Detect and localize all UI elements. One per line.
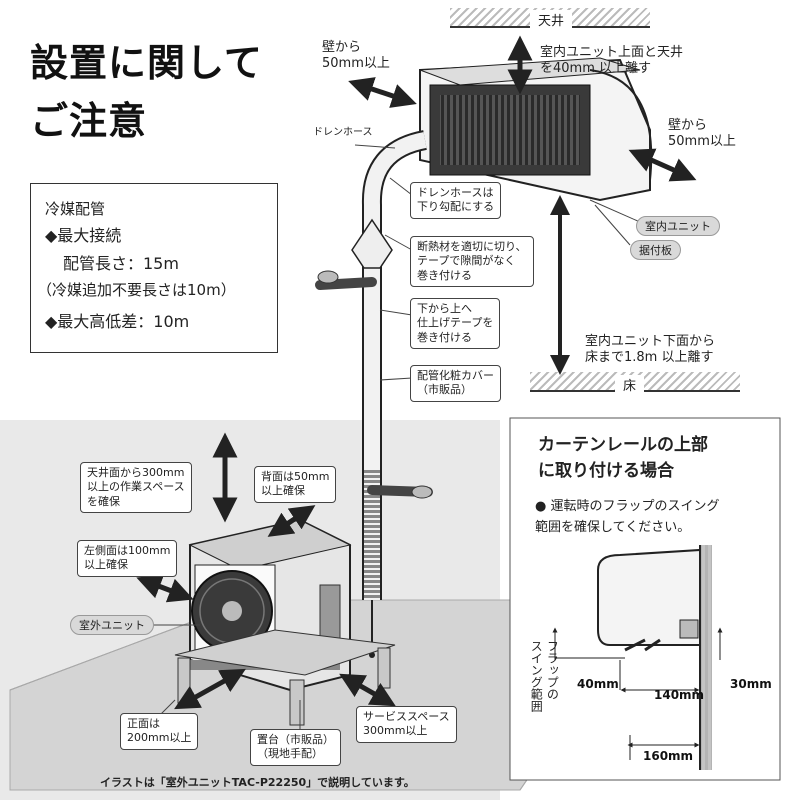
- dim-140mm: 140mm: [654, 688, 705, 702]
- spec-item-no-charge-length: （冷媒追加不要長さは10m）: [37, 281, 236, 299]
- drain-slope-callout: ドレンホースは 下り勾配にする: [410, 182, 502, 219]
- dim-30mm: 30mm: [730, 677, 772, 691]
- curtain-dimension-lines: [552, 627, 723, 760]
- dim-160mm: 160mm: [643, 749, 694, 763]
- spec-heading: 冷媒配管: [45, 200, 106, 218]
- pipe-bracket-lower: [367, 485, 433, 499]
- top-space-callout: 天井面から300mm 以上の作業スペース を確保: [80, 462, 192, 513]
- flap-swing-label: フラップの スイング範囲: [529, 640, 560, 712]
- service-space-arrow: [339, 673, 396, 707]
- outdoor-unit-tag: 室外ユニット: [70, 615, 154, 635]
- back-space-arrow: [267, 505, 316, 537]
- drain-hose-label: ドレンホース: [313, 127, 373, 138]
- back-space-callout: 背面は50mm 以上確保: [254, 466, 337, 503]
- tape-callout: 下から上へ 仕上げテープを 巻き付ける: [410, 298, 501, 349]
- spec-item-max-height: ◆最大高低差：10m: [45, 312, 190, 331]
- pipe-cover-callout: 配管化粧カバー （市販品）: [410, 365, 501, 402]
- footnote: イラストは「室外ユニットTAC-P22250」で説明しています。: [100, 776, 415, 789]
- indoor-unit-tag: 室内ユニット: [636, 216, 720, 236]
- front-space-callout: 正面は 200mm以上: [120, 713, 199, 750]
- dim-40mm: 40mm: [577, 677, 619, 691]
- wall-right-arrow: [628, 148, 697, 182]
- floor-label: 床: [615, 375, 645, 394]
- wall-left-label: 壁から 50mm以上: [322, 40, 390, 72]
- left-space-callout: 左側面は100mm 以上確保: [77, 540, 178, 577]
- wall-left-arrow: [348, 77, 417, 108]
- curtain-unit-drawing: [597, 545, 712, 770]
- curtain-heading: カーテンレールの上部 に取り付ける場合: [538, 435, 708, 482]
- curtain-note: ● 運転時のフラップのスイング 範囲を確保してください。: [535, 499, 720, 535]
- mounting-plate-tag: 据付板: [630, 240, 681, 260]
- ceiling-gap-label: 室内ユニット上面と天井 を40mm 以上離す: [540, 45, 684, 77]
- stand-callout: 置台（市販品） （現地手配）: [250, 729, 341, 766]
- floor-gap-label: 室内ユニット下面から 床まで1.8m 以上離す: [585, 334, 716, 366]
- left-space-arrow: [136, 574, 194, 603]
- page-title-line2: ご注意: [30, 99, 148, 143]
- page-title-line1: 設置に関して: [30, 41, 263, 85]
- spec-item-pipe-length: 配管長さ：15m: [63, 254, 179, 273]
- pipe-bracket-upper: [315, 270, 377, 290]
- wall-right-label: 壁から 50mm以上: [668, 118, 736, 150]
- spec-item-max-connection: ◆最大接続: [45, 226, 122, 245]
- ceiling-label: 天井: [530, 10, 573, 29]
- refrigerant-spec-box: 冷媒配管 ◆最大接続 配管長さ：15m （冷媒追加不要長さは10m） ◆最大高低…: [30, 183, 278, 353]
- insulation-callout: 断熱材を適切に切り、 テープで隙間がなく 巻き付ける: [410, 236, 534, 287]
- service-space-callout: サービススペース 300mm以上: [356, 706, 457, 743]
- leader-lines: [150, 144, 641, 730]
- front-space-arrow: [174, 668, 246, 710]
